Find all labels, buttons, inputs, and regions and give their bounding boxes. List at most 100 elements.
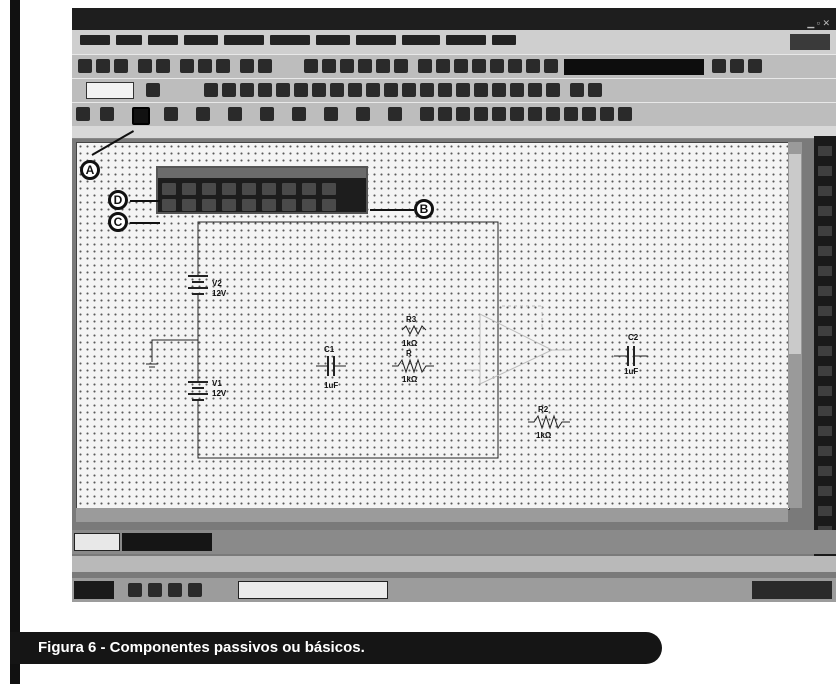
switch-icon[interactable]	[282, 183, 296, 195]
toolbar-icon[interactable]	[472, 59, 486, 73]
horizontal-scrollbar[interactable]	[76, 508, 788, 522]
menu-item[interactable]	[148, 35, 178, 45]
open-file-icon[interactable]	[96, 59, 110, 73]
component-icon[interactable]	[242, 199, 256, 211]
toolbar-icon[interactable]	[330, 83, 344, 97]
component-icon[interactable]	[182, 199, 196, 211]
vertical-scrollbar[interactable]	[788, 142, 802, 508]
component-group-icon[interactable]	[292, 107, 306, 121]
passive-components-palette[interactable]	[156, 166, 368, 214]
instrument-icon[interactable]	[456, 107, 470, 121]
menu-item[interactable]	[224, 35, 264, 45]
tab-circuit[interactable]	[74, 533, 120, 551]
wire-icon[interactable]	[222, 83, 236, 97]
toolbar-icon[interactable]	[376, 59, 390, 73]
instrument-icon[interactable]	[420, 107, 434, 121]
preview-icon[interactable]	[156, 59, 170, 73]
toolbar-icon[interactable]	[818, 326, 832, 336]
component-icon[interactable]	[322, 199, 336, 211]
redo-icon[interactable]	[258, 59, 272, 73]
component-group-icon[interactable]	[100, 107, 114, 121]
component-group-icon[interactable]	[356, 107, 370, 121]
tab-document[interactable]	[122, 533, 212, 551]
toolbar-icon[interactable]	[818, 366, 832, 376]
toolbar-icon[interactable]	[818, 166, 832, 176]
connector-icon[interactable]	[162, 183, 176, 195]
toolbar-icon[interactable]	[818, 386, 832, 396]
instrument-icon[interactable]	[492, 107, 506, 121]
resistor-icon[interactable]	[182, 183, 196, 195]
toolbar-icon[interactable]	[366, 83, 380, 97]
toolbar-icon[interactable]	[818, 506, 832, 516]
toolbar-icon[interactable]	[420, 83, 434, 97]
instrument-icon[interactable]	[618, 107, 632, 121]
toolbar-icon[interactable]	[818, 186, 832, 196]
quicklaunch-icon[interactable]	[128, 583, 142, 597]
toolbar-icon[interactable]	[510, 83, 524, 97]
print-icon[interactable]	[138, 59, 152, 73]
menu-item[interactable]	[446, 35, 486, 45]
transformer-icon[interactable]	[242, 183, 256, 195]
relay-icon[interactable]	[262, 183, 276, 195]
toolbar-icon[interactable]	[322, 59, 336, 73]
instrument-icon[interactable]	[510, 107, 524, 121]
toolbar-icon[interactable]	[818, 246, 832, 256]
toolbar-icon[interactable]	[818, 306, 832, 316]
start-button[interactable]	[74, 581, 114, 599]
toolbar-icon[interactable]	[818, 146, 832, 156]
toolbar-icon[interactable]	[730, 59, 744, 73]
menu-item[interactable]	[316, 35, 350, 45]
toolbar-icon[interactable]	[818, 266, 832, 276]
toolbar-icon[interactable]	[438, 83, 452, 97]
toolbar-icon[interactable]	[508, 59, 522, 73]
font-select[interactable]	[564, 59, 704, 75]
toolbar-icon[interactable]	[358, 59, 372, 73]
toolbar-icon[interactable]	[544, 59, 558, 73]
new-file-icon[interactable]	[78, 59, 92, 73]
toolbar-icon[interactable]	[276, 83, 290, 97]
instrument-icon[interactable]	[438, 107, 452, 121]
component-group-icon[interactable]	[164, 107, 178, 121]
scroll-thumb[interactable]	[789, 154, 801, 354]
component-icon[interactable]	[282, 199, 296, 211]
component-group-icon[interactable]	[228, 107, 242, 121]
toolbar-icon[interactable]	[490, 59, 504, 73]
quicklaunch-icon[interactable]	[188, 583, 202, 597]
toolbar-icon[interactable]	[818, 466, 832, 476]
inductor-icon[interactable]	[222, 183, 236, 195]
basic-components-icon[interactable]	[132, 107, 150, 125]
toolbar-icon[interactable]	[588, 83, 602, 97]
toolbar-icon[interactable]	[818, 226, 832, 236]
toolbar-icon[interactable]	[748, 59, 762, 73]
toolbar-icon[interactable]	[818, 486, 832, 496]
menu-item[interactable]	[356, 35, 396, 45]
component-icon[interactable]	[222, 199, 236, 211]
component-icon[interactable]	[262, 199, 276, 211]
menu-item[interactable]	[402, 35, 440, 45]
toolbar-icon[interactable]	[454, 59, 468, 73]
capacitor-icon[interactable]	[202, 183, 216, 195]
toolbar-icon[interactable]	[474, 83, 488, 97]
component-group-icon[interactable]	[260, 107, 274, 121]
instrument-icon[interactable]	[582, 107, 596, 121]
toolbar-icon[interactable]	[394, 59, 408, 73]
toolbar-icon[interactable]	[546, 83, 560, 97]
toolbar-icon[interactable]	[818, 206, 832, 216]
menu-right-controls[interactable]	[790, 34, 830, 50]
instrument-icon[interactable]	[528, 107, 542, 121]
dropdown-arrow-icon[interactable]	[712, 59, 726, 73]
toolbar-icon[interactable]	[294, 83, 308, 97]
component-group-icon[interactable]	[196, 107, 210, 121]
palette-title-bar[interactable]	[158, 168, 366, 178]
instrument-icon[interactable]	[546, 107, 560, 121]
toolbar-icon[interactable]	[818, 446, 832, 456]
component-group-icon[interactable]	[76, 107, 90, 121]
toolbar-icon[interactable]	[240, 83, 254, 97]
component-icon[interactable]	[322, 183, 336, 195]
toolbar-icon[interactable]	[384, 83, 398, 97]
component-group-icon[interactable]	[324, 107, 338, 121]
menu-item[interactable]	[270, 35, 310, 45]
toolbar-icon[interactable]	[570, 83, 584, 97]
toolbar-icon[interactable]	[402, 83, 416, 97]
toolbar-icon[interactable]	[340, 59, 354, 73]
